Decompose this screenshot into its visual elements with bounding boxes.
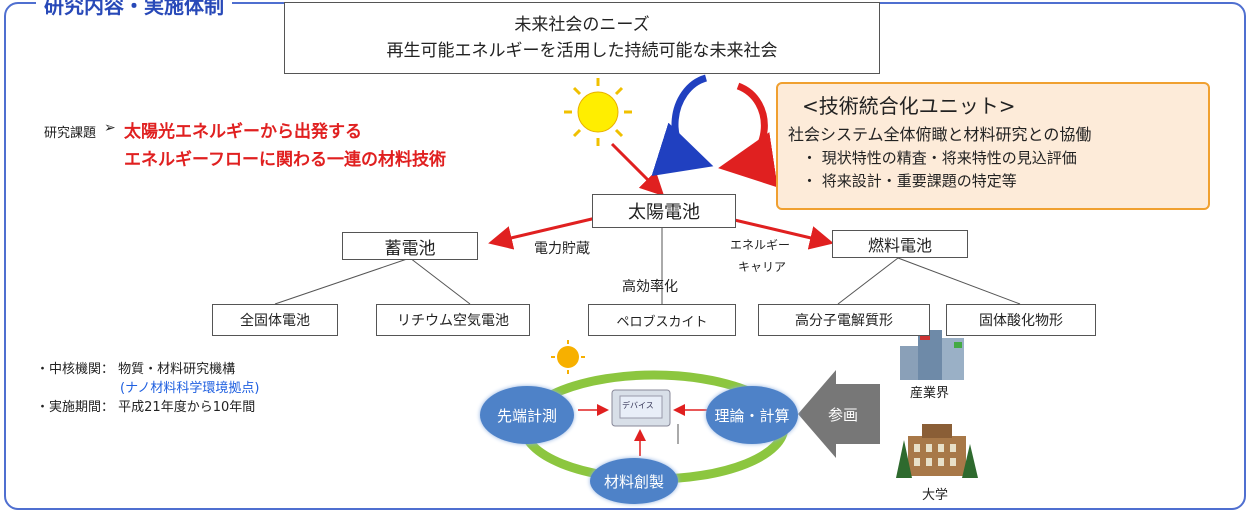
line-battery-solid — [274, 257, 411, 305]
tech-integration-unit-box: <技術統合化ユニット> 社会システム全体俯瞰と材料研究との協働 ・ 現状特性の精… — [776, 82, 1210, 210]
node-fuel-cell: 燃料電池 — [832, 230, 968, 258]
arrow-sun-to-solar — [610, 142, 665, 197]
node-material-synthesis: 材料創製 — [590, 458, 678, 504]
sun-icon — [564, 78, 632, 146]
join-label: 参画 — [828, 406, 859, 424]
node-solid-state-battery: 全固体電池 — [212, 304, 338, 336]
arrow-to-battery — [488, 216, 597, 250]
node-lithium-air-battery: リチウム空気電池 — [376, 304, 530, 336]
label-power-storage: 電力貯蔵 — [534, 241, 590, 257]
small-sun-icon — [551, 340, 585, 374]
join-arrow — [798, 370, 880, 458]
node-advanced-measurement: 先端計測 — [480, 386, 574, 444]
topic-line-2: エネルギーフローに関わる一連の材料技術 — [124, 150, 446, 170]
node-solid-oxide: 固体酸化物形 — [946, 304, 1096, 336]
industry-label: 産業界 — [910, 386, 950, 401]
device-label: デバイス — [622, 401, 654, 410]
cycle-arrow-blue — [651, 74, 714, 176]
topic-label: 研究課題 — [44, 126, 97, 141]
unit-title: <技術統合化ユニット> — [802, 94, 1016, 118]
arrow-to-fuel-cell — [725, 216, 834, 250]
core-org-value: 物質・材料研究機構 — [118, 362, 236, 377]
industry-icon — [900, 330, 964, 380]
period-label: ・実施期間： — [36, 400, 115, 415]
unit-subtitle: 社会システム全体俯瞰と材料研究との協働 — [788, 125, 1092, 144]
node-theory-computation: 理論・計算 — [706, 386, 798, 444]
future-needs-box: 未来社会のニーズ 再生可能エネルギーを活用した持続可能な未来社会 — [284, 2, 880, 74]
topic-line-1: 太陽光エネルギーから出発する — [124, 122, 362, 142]
label-efficiency: 高効率化 — [622, 279, 678, 295]
node-perovskite: ペロブスカイト — [588, 304, 736, 336]
needs-description: 再生可能エネルギーを活用した持続可能な未来社会 — [386, 41, 778, 61]
topic-marker: ➢ — [104, 120, 116, 136]
core-org-label: ・中核機関： — [36, 362, 115, 377]
cycle-arrow-red — [718, 82, 778, 188]
core-org-sub: (ナノ材料科学環境拠点) — [120, 381, 260, 396]
line-fuel-oxide — [897, 257, 1021, 305]
label-energy: エネルギー — [730, 238, 791, 252]
research-topic: 太陽光エネルギーから出発する エネルギーフローに関わる一連の材料技術 — [124, 118, 446, 174]
label-carrier: キャリア — [738, 260, 787, 274]
line-fuel-polymer — [837, 257, 899, 305]
university-icon — [896, 424, 978, 478]
period-value: 平成21年度から10年間 — [118, 400, 256, 415]
university-label: 大学 — [922, 488, 949, 503]
node-polymer-electrolyte: 高分子電解質形 — [758, 304, 930, 336]
node-solar-cell: 太陽電池 — [592, 194, 736, 228]
needs-title: 未来社会のニーズ — [514, 15, 650, 35]
device-icon — [611, 389, 679, 444]
section-title: 研究内容・実施体制 — [36, 0, 232, 19]
node-battery: 蓄電池 — [342, 232, 478, 260]
unit-bullet-1: ・ 現状特性の精査・将来特性の見込評価 — [802, 149, 1077, 167]
line-battery-liair — [409, 257, 471, 305]
unit-bullet-2: ・ 将来設計・重要課題の特定等 — [802, 172, 1017, 190]
project-info: ・中核機関： 物質・材料研究機構 (ナノ材料科学環境拠点) ・実施期間： 平成2… — [36, 360, 260, 417]
